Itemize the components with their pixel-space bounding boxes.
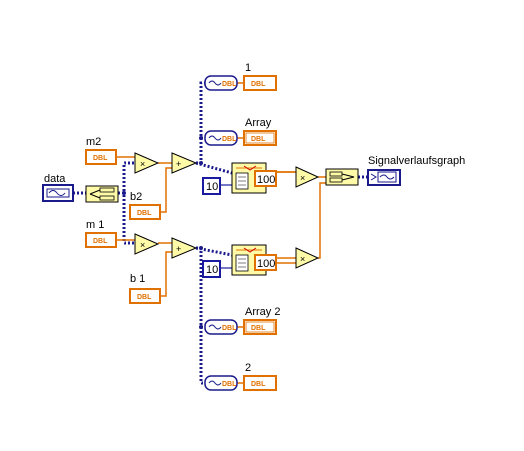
constant-10-top-value: 10 xyxy=(206,181,218,193)
m1-label: m 1 xyxy=(86,219,104,231)
multiply-icon: × xyxy=(140,159,145,169)
split-signals-node[interactable] xyxy=(85,185,119,203)
indicator-2-dbl-text: DBL xyxy=(251,381,266,388)
indicator-array2-dbl-text: DBL xyxy=(251,325,266,332)
indicator-2: DBL xyxy=(243,375,277,391)
b1-terminal[interactable]: DBL xyxy=(129,288,161,304)
b2-terminal[interactable]: DBL xyxy=(129,204,161,220)
m1-dbl-text: DBL xyxy=(93,238,108,245)
dbl-text: DBL xyxy=(222,325,237,332)
multiply-icon: × xyxy=(140,240,145,250)
indicator-array: DBL xyxy=(243,130,277,146)
indicator-array2: DBL xyxy=(243,319,277,335)
indicator-1-dbl-text: DBL xyxy=(251,81,266,88)
b1-dbl-text: DBL xyxy=(137,294,152,301)
get-waveform-component-array[interactable]: DBL xyxy=(204,130,238,146)
data-label: data xyxy=(44,173,66,185)
multiply-node-right-bottom[interactable]: × xyxy=(295,247,320,269)
data-terminal[interactable] xyxy=(42,184,74,202)
m2-label: m2 xyxy=(86,136,101,148)
indicator-1-label: 1 xyxy=(245,62,251,74)
m2-terminal[interactable]: DBL xyxy=(85,149,117,165)
get-waveform-component-1[interactable]: DBL xyxy=(204,75,238,91)
wire-junctions xyxy=(122,136,203,329)
indicator-2-label: 2 xyxy=(245,362,251,374)
multiply-node-bottom[interactable]: × xyxy=(134,233,160,255)
plus-icon: + xyxy=(176,244,181,254)
constant-100-top[interactable]: 100 xyxy=(254,170,277,187)
m2-dbl-text: DBL xyxy=(93,155,108,162)
add-node-bottom[interactable]: + xyxy=(171,237,198,259)
b2-label: b2 xyxy=(130,191,142,203)
get-waveform-component-2[interactable]: DBL xyxy=(204,375,238,391)
b1-label: b 1 xyxy=(130,273,145,285)
indicator-array-label: Array xyxy=(245,117,272,129)
multiply-icon: × xyxy=(300,254,305,264)
constant-100-bottom[interactable]: 100 xyxy=(254,254,277,271)
constant-10-bottom-value: 10 xyxy=(206,264,218,276)
get-waveform-component-array2[interactable]: DBL xyxy=(204,319,238,335)
multiply-node-right-top[interactable]: × xyxy=(295,166,320,188)
add-node-top[interactable]: + xyxy=(171,152,198,174)
multiply-node-top[interactable]: × xyxy=(134,152,160,174)
b2-dbl-text: DBL xyxy=(137,210,152,217)
wires xyxy=(73,81,368,385)
merge-signals-node[interactable] xyxy=(325,168,359,186)
indicator-array2-label: Array 2 xyxy=(245,306,280,318)
signalverlaufsgraph-terminal xyxy=(367,169,401,186)
constant-10-bottom[interactable]: 10 xyxy=(202,260,221,278)
indicator-1: DBL xyxy=(243,75,277,91)
plus-icon: + xyxy=(176,159,181,169)
indicator-array-dbl-text: DBL xyxy=(251,136,266,143)
dbl-text: DBL xyxy=(222,136,237,143)
constant-100-top-value: 100 xyxy=(257,174,275,186)
multiply-icon: × xyxy=(300,173,305,183)
constant-10-top[interactable]: 10 xyxy=(202,177,221,195)
constant-100-bottom-value: 100 xyxy=(257,258,275,270)
m1-terminal[interactable]: DBL xyxy=(85,232,117,248)
dbl-text: DBL xyxy=(222,381,237,388)
signalverlaufsgraph-label: Signalverlaufsgraph xyxy=(368,155,465,167)
dbl-text: DBL xyxy=(222,81,237,88)
